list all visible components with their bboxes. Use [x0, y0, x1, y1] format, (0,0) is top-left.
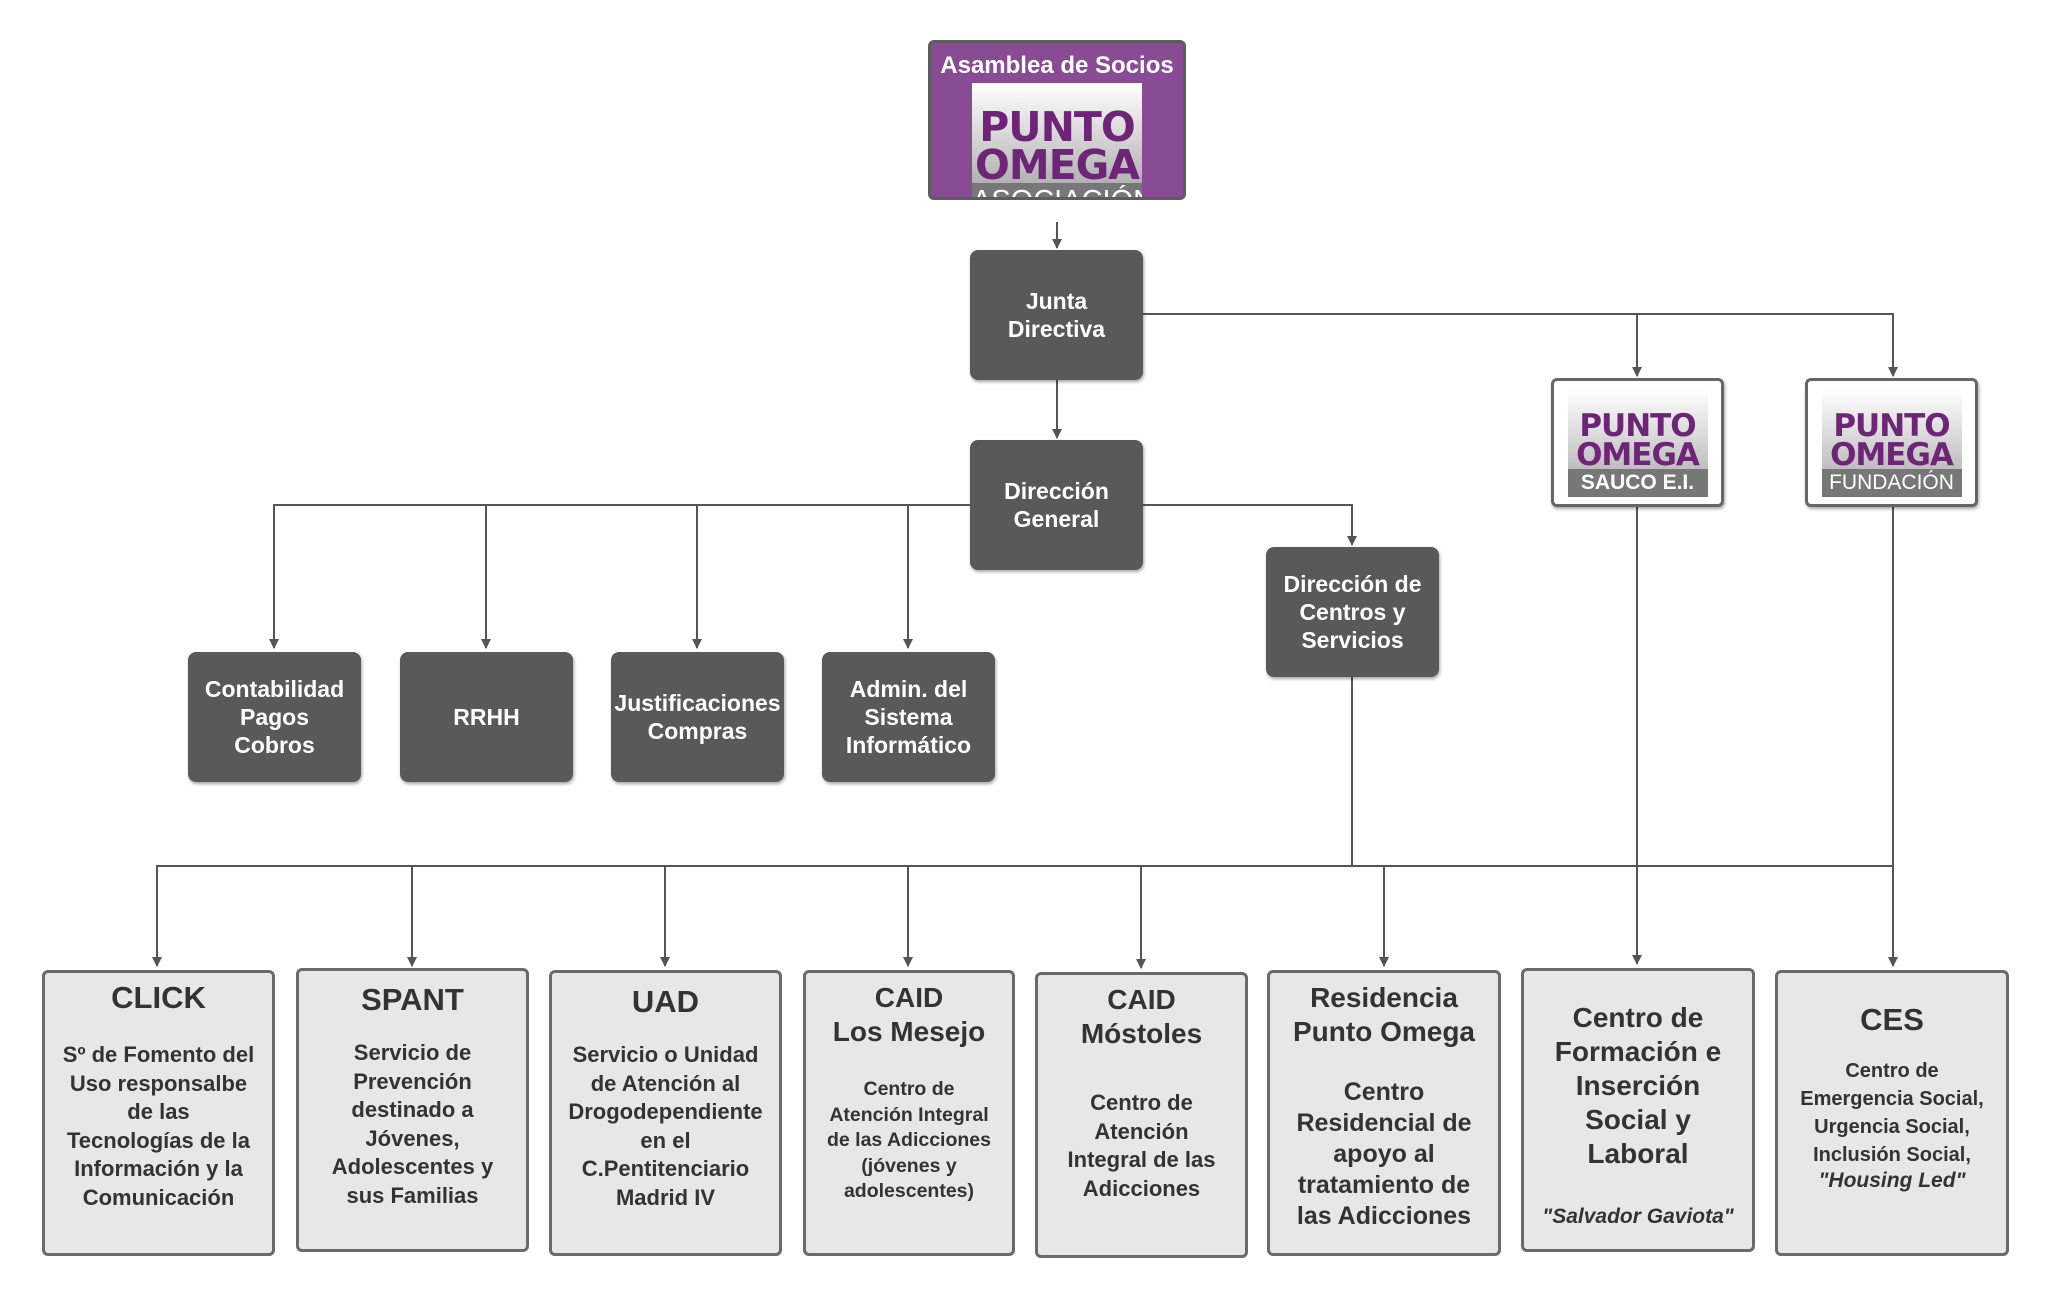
- connector-dg-contabilidad: [269, 504, 972, 649]
- service-title: SPANT: [361, 982, 464, 1017]
- logo-word-punto: PUNTO: [1579, 407, 1696, 444]
- logo-band-asociacion: ASOCIACIÓN: [972, 183, 1142, 197]
- punto-omega-fundacion-logo: PUNTO OMEGA FUNDACIÓN: [1821, 388, 1962, 497]
- service-description: Centro Residencial de apoyo al tratamien…: [1296, 1078, 1472, 1230]
- logo-band-fundacion: FUNDACIÓN: [1821, 468, 1962, 497]
- service-box-spant: SPANT Servicio de Prevención destinado a…: [296, 968, 529, 1252]
- service-description: Centro de Atención Integral de las Adicc…: [1067, 1090, 1216, 1201]
- direccion-centros-box: Dirección de Centros y Servicios: [1266, 547, 1439, 677]
- entity-fundacion-box: PUNTO OMEGA FUNDACIÓN: [1805, 378, 1978, 507]
- logo-word-punto: PUNTO: [979, 103, 1135, 151]
- punto-omega-sauco-logo: PUNTO OMEGA SAUCO E.I.: [1567, 388, 1708, 497]
- logo-word-punto: PUNTO: [1833, 407, 1950, 444]
- service-box-centro-formacion: Centro de Formación e Inserción Social y…: [1521, 968, 1755, 1252]
- admin-unit-sistema-informatico: Admin. del Sistema Informático: [822, 652, 995, 782]
- logo-word-omega: OMEGA: [1576, 436, 1700, 473]
- assembly-node: Asamblea de Socios PUNTO OMEGA ASOCIACIÓ…: [928, 40, 1186, 200]
- service-description: Servicio de Prevención destinado a Jóven…: [331, 1040, 494, 1208]
- service-quote: "Salvador Gaviota": [1542, 1205, 1734, 1228]
- service-title: CAID Los Mesejo: [832, 982, 986, 1047]
- service-title: UAD: [631, 984, 700, 1019]
- direccion-centros-label: Dirección de Centros y Servicios: [1283, 571, 1422, 653]
- service-box-click: CLICK Sº de Fomento del Uso responsalbe …: [42, 970, 275, 1256]
- assembly-title: Asamblea de Socios: [940, 52, 1174, 79]
- service-description: Servicio o Unidad de Atención al Drogode…: [568, 1042, 763, 1210]
- admin-unit-label: Admin. del Sistema Informático: [845, 676, 972, 758]
- service-title: CAID Móstoles: [1080, 984, 1203, 1049]
- connector-dg-centros: [1143, 504, 1357, 546]
- service-description: Sº de Fomento del Uso responsalbe de las…: [62, 1042, 255, 1210]
- service-description: Centro de Atención Integral de las Adicc…: [826, 1078, 991, 1202]
- logo-band-sauco: SAUCO E.I.: [1567, 468, 1708, 497]
- service-quote: "Housing Led": [1818, 1169, 1966, 1192]
- connector-junta-fundacion: [1143, 313, 1898, 377]
- logo-word-omega: OMEGA: [974, 141, 1140, 189]
- admin-unit-contabilidad: Contabilidad Pagos Cobros: [188, 652, 361, 782]
- direccion-general-box: Dirección General: [970, 440, 1143, 570]
- direccion-general-label: Dirección General: [1004, 478, 1109, 532]
- connector-bus: [152, 865, 1893, 967]
- service-box-caid-mostoles: CAID Móstoles Centro de Atención Integra…: [1035, 972, 1248, 1258]
- service-box-uad: UAD Servicio o Unidad de Atención al Dro…: [549, 970, 782, 1256]
- logo-word-omega: OMEGA: [1830, 436, 1954, 473]
- junta-directiva-label: Junta Directiva: [1007, 288, 1106, 342]
- service-title: CES: [1860, 1002, 1924, 1037]
- service-description: Centro de Emergencia Social, Urgencia So…: [1800, 1060, 1984, 1166]
- service-title: Residencia Punto Omega: [1292, 982, 1475, 1047]
- admin-unit-label: Justificaciones Compras: [614, 690, 781, 744]
- admin-unit-label: Contabilidad Pagos Cobros: [204, 676, 345, 758]
- service-title: Centro de Formación e Inserción Social y…: [1554, 1002, 1722, 1169]
- junta-directiva-box: Junta Directiva: [970, 250, 1143, 380]
- service-box-residencia: Residencia Punto Omega Centro Residencia…: [1267, 970, 1501, 1256]
- admin-unit-rrhh: RRHH: [400, 652, 573, 782]
- entity-sauco-box: PUNTO OMEGA SAUCO E.I.: [1551, 378, 1724, 507]
- punto-omega-asociacion-logo: PUNTO OMEGA ASOCIACIÓN: [972, 83, 1142, 197]
- service-title: CLICK: [111, 980, 206, 1015]
- service-box-caid-los-mesejo: CAID Los Mesejo Centro de Atención Integ…: [803, 970, 1015, 1256]
- admin-unit-justificaciones: Justificaciones Compras: [611, 652, 784, 782]
- service-box-ces: CES Centro de Emergencia Social, Urgenci…: [1775, 970, 2009, 1256]
- admin-unit-label: RRHH: [453, 704, 520, 730]
